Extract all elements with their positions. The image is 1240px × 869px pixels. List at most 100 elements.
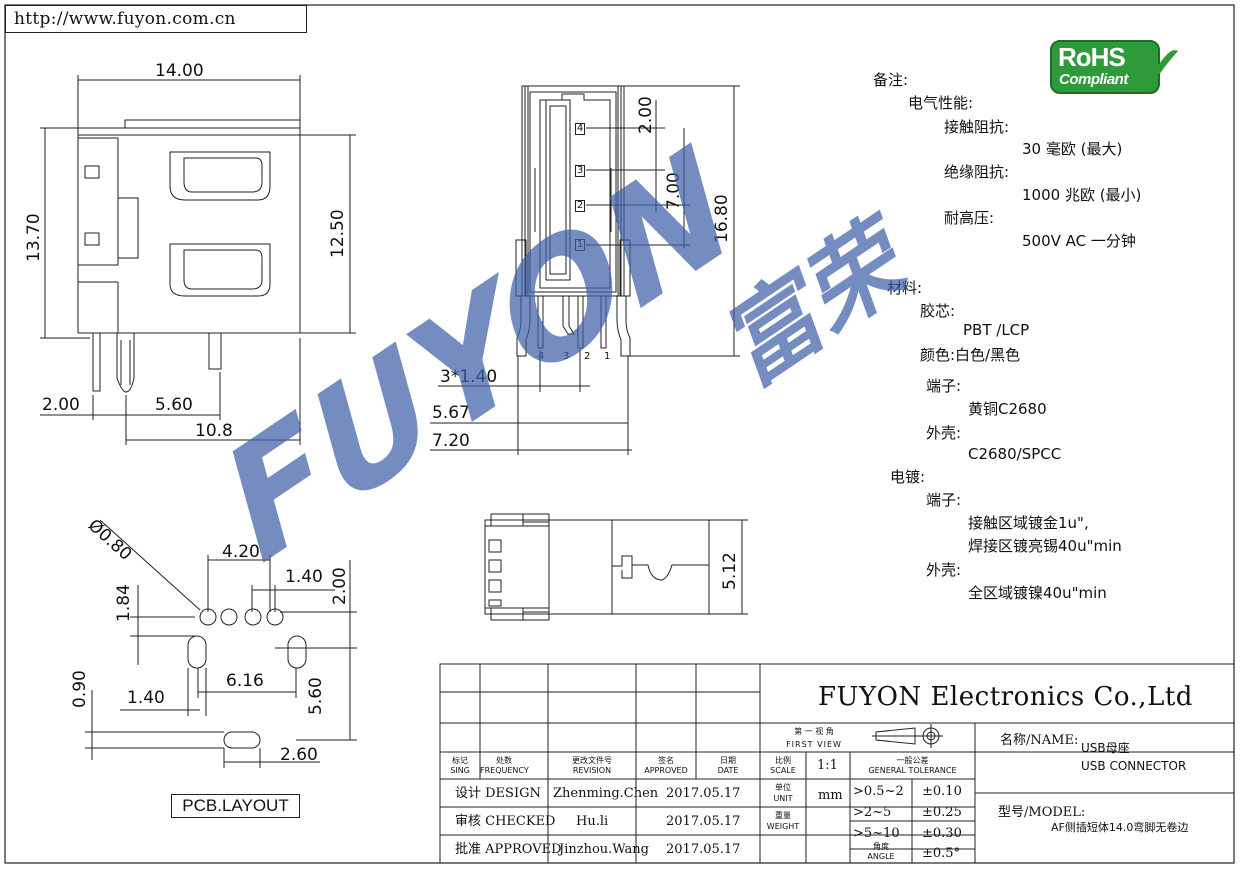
checked-label: 审核 CHECKED bbox=[455, 814, 556, 829]
col-appr-cn: 签名 bbox=[658, 756, 674, 765]
model-value: AF侧插短体14.0弯脚无卷边 bbox=[1051, 821, 1189, 834]
dim-pitch: 1.40 bbox=[285, 567, 323, 587]
col-rev-cn: 更改文件号 bbox=[572, 756, 612, 765]
checkmark-icon: ✔ bbox=[1146, 38, 1183, 89]
pin-box-2: 2 bbox=[575, 200, 585, 212]
dim-pin-spacing: 3*1.40 bbox=[440, 367, 498, 387]
website-url: http://www.fuyon.com.cn bbox=[5, 5, 307, 33]
plating-terminal-value-2: 焊接区镀亮锡40u"min bbox=[968, 537, 1122, 555]
design-name: Zhenming.Chen bbox=[553, 786, 659, 801]
color-line: 颜色:白色/黑色 bbox=[920, 346, 1021, 364]
design-date: 2017.05.17 bbox=[666, 786, 741, 801]
tol-range-3: >5~10 bbox=[853, 826, 900, 841]
name-cn: USB母座 bbox=[1081, 741, 1130, 755]
material-heading: 材料: bbox=[887, 279, 923, 297]
plating-terminal-label: 端子: bbox=[926, 491, 962, 509]
design-label: 设计 DESIGN bbox=[455, 786, 541, 801]
notes-heading: 备注: bbox=[873, 71, 909, 89]
angle-tolerance: ±0.5° bbox=[922, 846, 961, 861]
dim-width-top: 14.00 bbox=[155, 61, 204, 81]
dim-slot-offset: 1.40 bbox=[127, 688, 165, 708]
pin-number-3: 3 bbox=[563, 351, 570, 362]
plating-heading: 电镀: bbox=[890, 468, 926, 486]
dim-height: 16.80 bbox=[712, 194, 732, 243]
dim-width-outer: 7.20 bbox=[432, 431, 470, 451]
shell-label: 外壳: bbox=[926, 424, 962, 442]
rohs-text: RoHS bbox=[1058, 42, 1126, 72]
pin-box-4: 4 bbox=[575, 123, 585, 135]
tol-value-2: ±0.25 bbox=[922, 805, 962, 820]
tolerance-en: GENERAL TOLERANCE bbox=[868, 766, 957, 775]
dim-slot-width: 2.60 bbox=[280, 745, 318, 765]
col-freq-en: FREQUENCY bbox=[480, 766, 529, 775]
angle-en: ANGLE bbox=[867, 852, 895, 861]
unit-cn: 单位 bbox=[775, 783, 791, 792]
plating-shell-value: 全区域镀镍40u"min bbox=[968, 584, 1107, 602]
dim-span: 4.20 bbox=[222, 542, 260, 562]
dim-slot-height: 0.90 bbox=[70, 670, 90, 708]
model-label: 型号/MODEL: bbox=[998, 805, 1086, 820]
checked-name: Hu.li bbox=[576, 814, 609, 829]
angle-cn: 角度 bbox=[873, 842, 889, 851]
pcb-layout bbox=[85, 519, 357, 768]
tol-range-2: >2~5 bbox=[853, 805, 892, 820]
col-date-cn: 日期 bbox=[720, 756, 736, 765]
pin-box-1: 1 bbox=[575, 239, 585, 251]
compliant-text: Compliant bbox=[1059, 71, 1128, 88]
dim-width-inner: 5.67 bbox=[432, 403, 470, 423]
dim-pin-pitch: 5.60 bbox=[155, 395, 193, 415]
dim-row-distance: 5.60 bbox=[306, 677, 326, 715]
col-rev-en: REVISION bbox=[572, 766, 612, 775]
plating-shell-label: 外壳: bbox=[926, 561, 962, 579]
dim-height-outer: 13.70 bbox=[24, 213, 44, 262]
scale-value: 1:1 bbox=[817, 758, 838, 773]
approved-date: 2017.05.17 bbox=[666, 842, 741, 857]
contact-resistance-label: 接触阻抗: bbox=[944, 118, 1010, 136]
name-en: USB CONNECTOR bbox=[1081, 759, 1187, 773]
weight-cn: 重量 bbox=[775, 811, 791, 820]
unit-value: mm bbox=[818, 788, 843, 803]
tol-range-1: >0.5~2 bbox=[853, 784, 904, 799]
housing-label: 胶芯: bbox=[920, 302, 956, 320]
approved-name: Jinzhou.Wang bbox=[559, 842, 649, 857]
title-block bbox=[439, 663, 1235, 864]
col-mark-cn: 标记 bbox=[452, 756, 468, 765]
electrical-heading: 电气性能: bbox=[908, 94, 974, 112]
dim-thickness: 5.12 bbox=[720, 552, 740, 590]
dim-height-inner: 12.50 bbox=[328, 209, 348, 258]
pin-number-4: 4 bbox=[538, 351, 545, 362]
approved-label: 批准 APPROVED bbox=[455, 842, 562, 857]
dim-slot-spacing: 6.16 bbox=[226, 671, 264, 691]
name-label: 名称/NAME: bbox=[1000, 733, 1079, 748]
housing-value: PBT /LCP bbox=[963, 321, 1030, 339]
dim-depth: 10.8 bbox=[195, 421, 233, 441]
scale-en: SCALE bbox=[770, 766, 796, 775]
col-mark-en: SING bbox=[450, 766, 470, 775]
pin-box-3: 3 bbox=[575, 165, 585, 177]
terminal-label: 端子: bbox=[926, 377, 962, 395]
rohs-badge: RoHS Compliant ✔ bbox=[1050, 40, 1183, 96]
dim-pitch-mid: 7.00 bbox=[664, 172, 684, 210]
pin-number-1: 1 bbox=[604, 351, 611, 362]
col-appr-en: APPROVED bbox=[644, 766, 688, 775]
col-date-en: DATE bbox=[717, 766, 739, 775]
weight-en: WEIGHT bbox=[766, 822, 800, 831]
first-view-en: FIRST VIEW bbox=[786, 740, 842, 749]
first-view-cn: 第 一 视 角 bbox=[794, 727, 834, 736]
pin-number-2: 2 bbox=[584, 351, 591, 362]
unit-en: UNIT bbox=[773, 794, 793, 803]
contact-resistance-value: 30 毫欧 (最大) bbox=[1022, 140, 1123, 158]
front-view bbox=[430, 85, 740, 455]
side-view bbox=[40, 75, 356, 445]
shell-value: C2680/SPCC bbox=[968, 445, 1062, 463]
company-name: FUYON Electronics Co.,Ltd bbox=[818, 682, 1193, 712]
checked-date: 2017.05.17 bbox=[666, 814, 741, 829]
tol-value-3: ±0.30 bbox=[922, 826, 962, 841]
dim-offset-v: 1.84 bbox=[114, 584, 134, 622]
tolerance-cn: 一般公差 bbox=[896, 756, 929, 765]
dim-pin-to-edge: 2.00 bbox=[330, 567, 350, 605]
withstand-voltage-label: 耐高压: bbox=[944, 209, 995, 227]
scale-cn: 比例 bbox=[775, 756, 791, 765]
withstand-voltage-value: 500V AC 一分钟 bbox=[1022, 232, 1136, 250]
